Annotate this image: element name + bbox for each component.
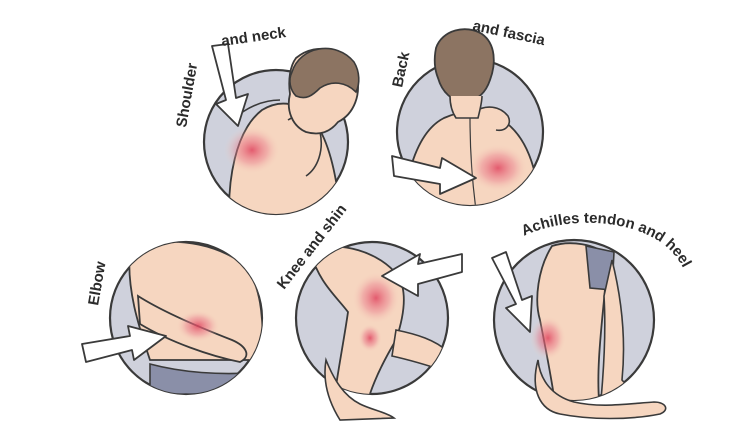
pointer-arrow: [381, 253, 463, 297]
pointer-arrow: [211, 43, 249, 127]
figure-back-fascia: [403, 106, 541, 205]
label-and-neck: and neck: [220, 24, 287, 50]
pain-spot: [176, 310, 220, 342]
figure-achilles-heel: [530, 242, 641, 400]
panel-knee-shin: Knee and shin: [274, 201, 463, 421]
pain-spot: [358, 324, 382, 352]
panel-elbow: Elbow: [81, 240, 264, 396]
panel-back-fascia: Back and fascia: [389, 17, 547, 207]
pointer-arrow: [391, 155, 477, 195]
label-back: Back: [389, 50, 413, 89]
hair: [289, 47, 360, 99]
panel-shoulder-neck: Shoulder and neck: [173, 24, 360, 216]
heel-foot: [534, 359, 667, 420]
panel-achilles-heel: Achilles tendon and heel: [491, 210, 695, 420]
foot: [324, 357, 397, 421]
label-elbow: Elbow: [85, 260, 109, 307]
head: [433, 28, 495, 103]
pointer-arrow: [81, 325, 167, 363]
pointer-arrow: [491, 251, 533, 333]
pain-spot: [530, 316, 566, 360]
pain-spot: [352, 272, 400, 324]
label-shoulder: Shoulder: [173, 62, 201, 129]
pain-spot: [224, 126, 280, 174]
figure-knee-shin: [308, 245, 448, 394]
figure-elbow: [128, 242, 262, 394]
pain-spot: [468, 144, 528, 192]
